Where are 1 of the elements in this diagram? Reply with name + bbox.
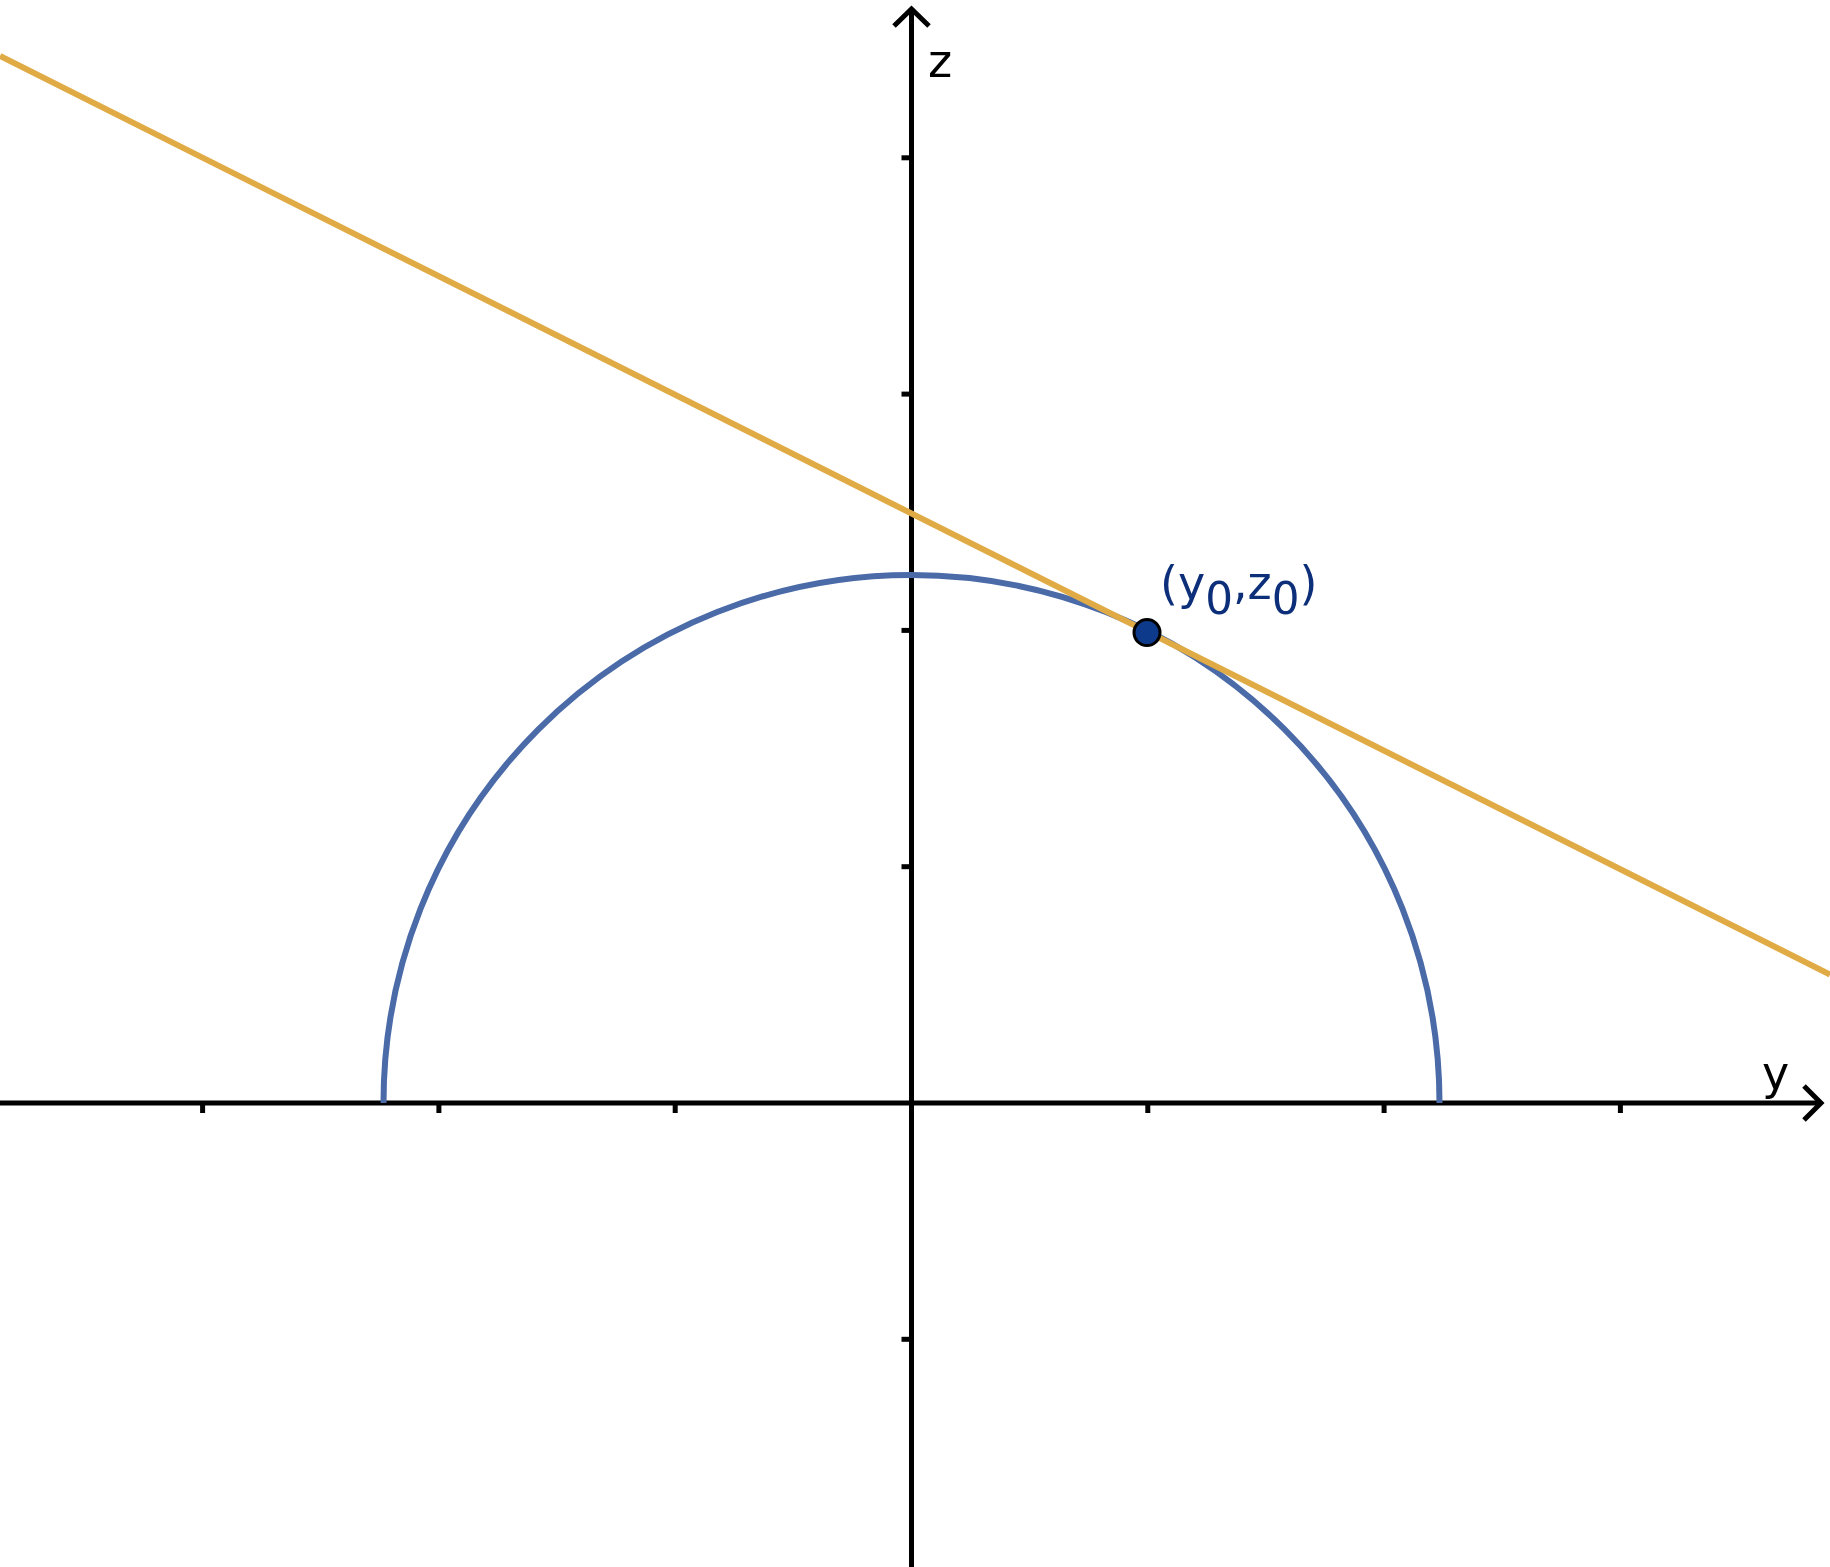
axis-label: z	[928, 38, 953, 84]
